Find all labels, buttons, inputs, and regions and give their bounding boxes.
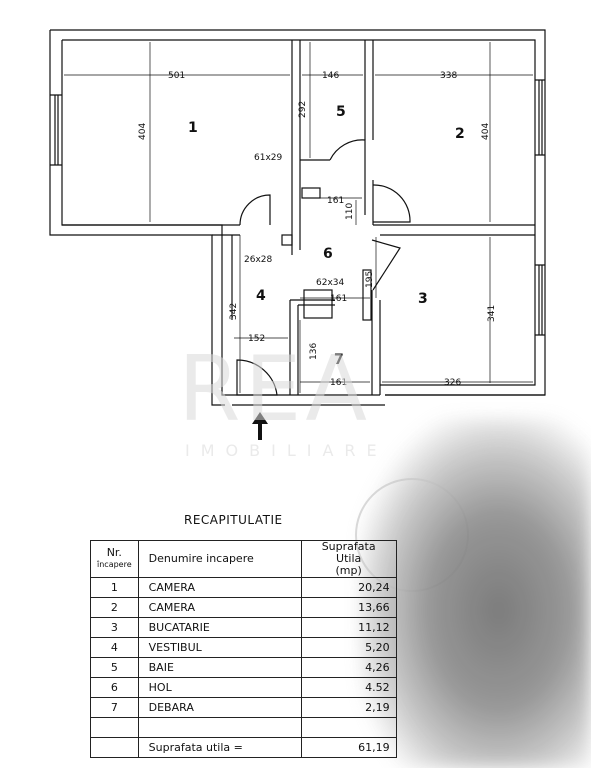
dimension: 161 <box>330 294 347 304</box>
table-row: 2 CAMERA 13,66 <box>90 597 397 618</box>
dimension: 338 <box>440 71 457 81</box>
wall <box>373 224 535 236</box>
table-row: 5 BAIE 4,26 <box>90 657 397 678</box>
door-arc <box>329 139 366 180</box>
door-arc <box>372 184 411 223</box>
dimension: 195 <box>365 271 375 288</box>
recap-title: RECAPITULATIE <box>184 513 283 527</box>
floor-plan: 501 404 146 292 338 404 61x29 161 110 26… <box>49 29 546 460</box>
door-arc <box>239 194 271 226</box>
wall <box>291 40 301 200</box>
fixture <box>281 234 293 246</box>
wall <box>364 180 374 225</box>
fixture <box>301 187 321 199</box>
table-row <box>90 717 397 738</box>
dimension: 341 <box>487 305 497 322</box>
dimension: 342 <box>229 303 239 320</box>
dimension: 26x28 <box>244 255 273 265</box>
dimension: 62x34 <box>316 278 345 288</box>
room-number: 6 <box>323 246 333 262</box>
window <box>535 79 545 156</box>
room-numbers: 1 2 3 4 5 6 7 <box>188 104 465 368</box>
door-arc <box>371 239 401 291</box>
dimension: 404 <box>138 123 148 140</box>
table-row: 6 HOL 4.52 <box>90 677 397 698</box>
window <box>535 264 545 336</box>
table-header-row: Nr. încapere Denumire incapere Suprafata… <box>90 540 397 578</box>
wall <box>62 224 240 236</box>
header-nr: Nr. încapere <box>90 540 139 578</box>
total-label: Suprafata utila = <box>137 737 302 758</box>
wall <box>289 300 299 395</box>
dimension: 136 <box>309 343 319 360</box>
dimension: 501 <box>168 71 185 81</box>
dimension-labels: 501 404 146 292 338 404 61x29 161 110 26… <box>138 71 497 388</box>
table-row: 4 VESTIBUL 5,20 <box>90 637 397 658</box>
dimension: 152 <box>248 334 265 344</box>
dimension: 110 <box>345 203 355 220</box>
dimension: 146 <box>322 71 339 81</box>
room-number: 5 <box>336 104 346 120</box>
fixture <box>362 269 372 321</box>
entrance-arrow-icon <box>252 412 268 440</box>
room-number: 1 <box>188 120 198 136</box>
table-row: 1 CAMERA 20,24 <box>90 577 397 598</box>
header-name: Denumire incapere <box>137 540 302 578</box>
blurred-signature <box>360 418 591 768</box>
table-row: 3 BUCATARIE 11,12 <box>90 617 397 638</box>
svg-text:REA: REA <box>178 337 371 442</box>
total-value: 61,19 <box>300 737 397 758</box>
recap-table: Nr. încapere Denumire incapere Suprafata… <box>90 540 397 758</box>
table-total-row: Suprafata utila = 61,19 <box>90 737 397 758</box>
wall <box>371 290 381 395</box>
dimension: 161 <box>330 378 347 388</box>
dimension: 292 <box>298 101 308 118</box>
dimension: 404 <box>481 123 491 140</box>
dimension: 61x29 <box>254 153 283 163</box>
window <box>50 94 62 166</box>
outer-wall <box>62 39 536 386</box>
room-number: 3 <box>418 291 428 307</box>
wall <box>364 40 374 140</box>
wall <box>290 299 335 306</box>
room-number: 4 <box>256 288 266 304</box>
fixture <box>303 289 333 319</box>
room-number: 2 <box>455 126 465 142</box>
watermark-logo: REA IMOBILIARE <box>178 337 388 460</box>
header-area: Suprafata Utila (mp) <box>300 540 397 578</box>
svg-text:IMOBILIARE: IMOBILIARE <box>185 441 388 460</box>
dimension: 326 <box>444 378 461 388</box>
table-row: 7 DEBARA 2,19 <box>90 697 397 718</box>
dimension: 161 <box>327 196 344 206</box>
room-number: 7 <box>334 352 344 368</box>
wall <box>291 200 301 255</box>
door-arc <box>236 359 278 396</box>
